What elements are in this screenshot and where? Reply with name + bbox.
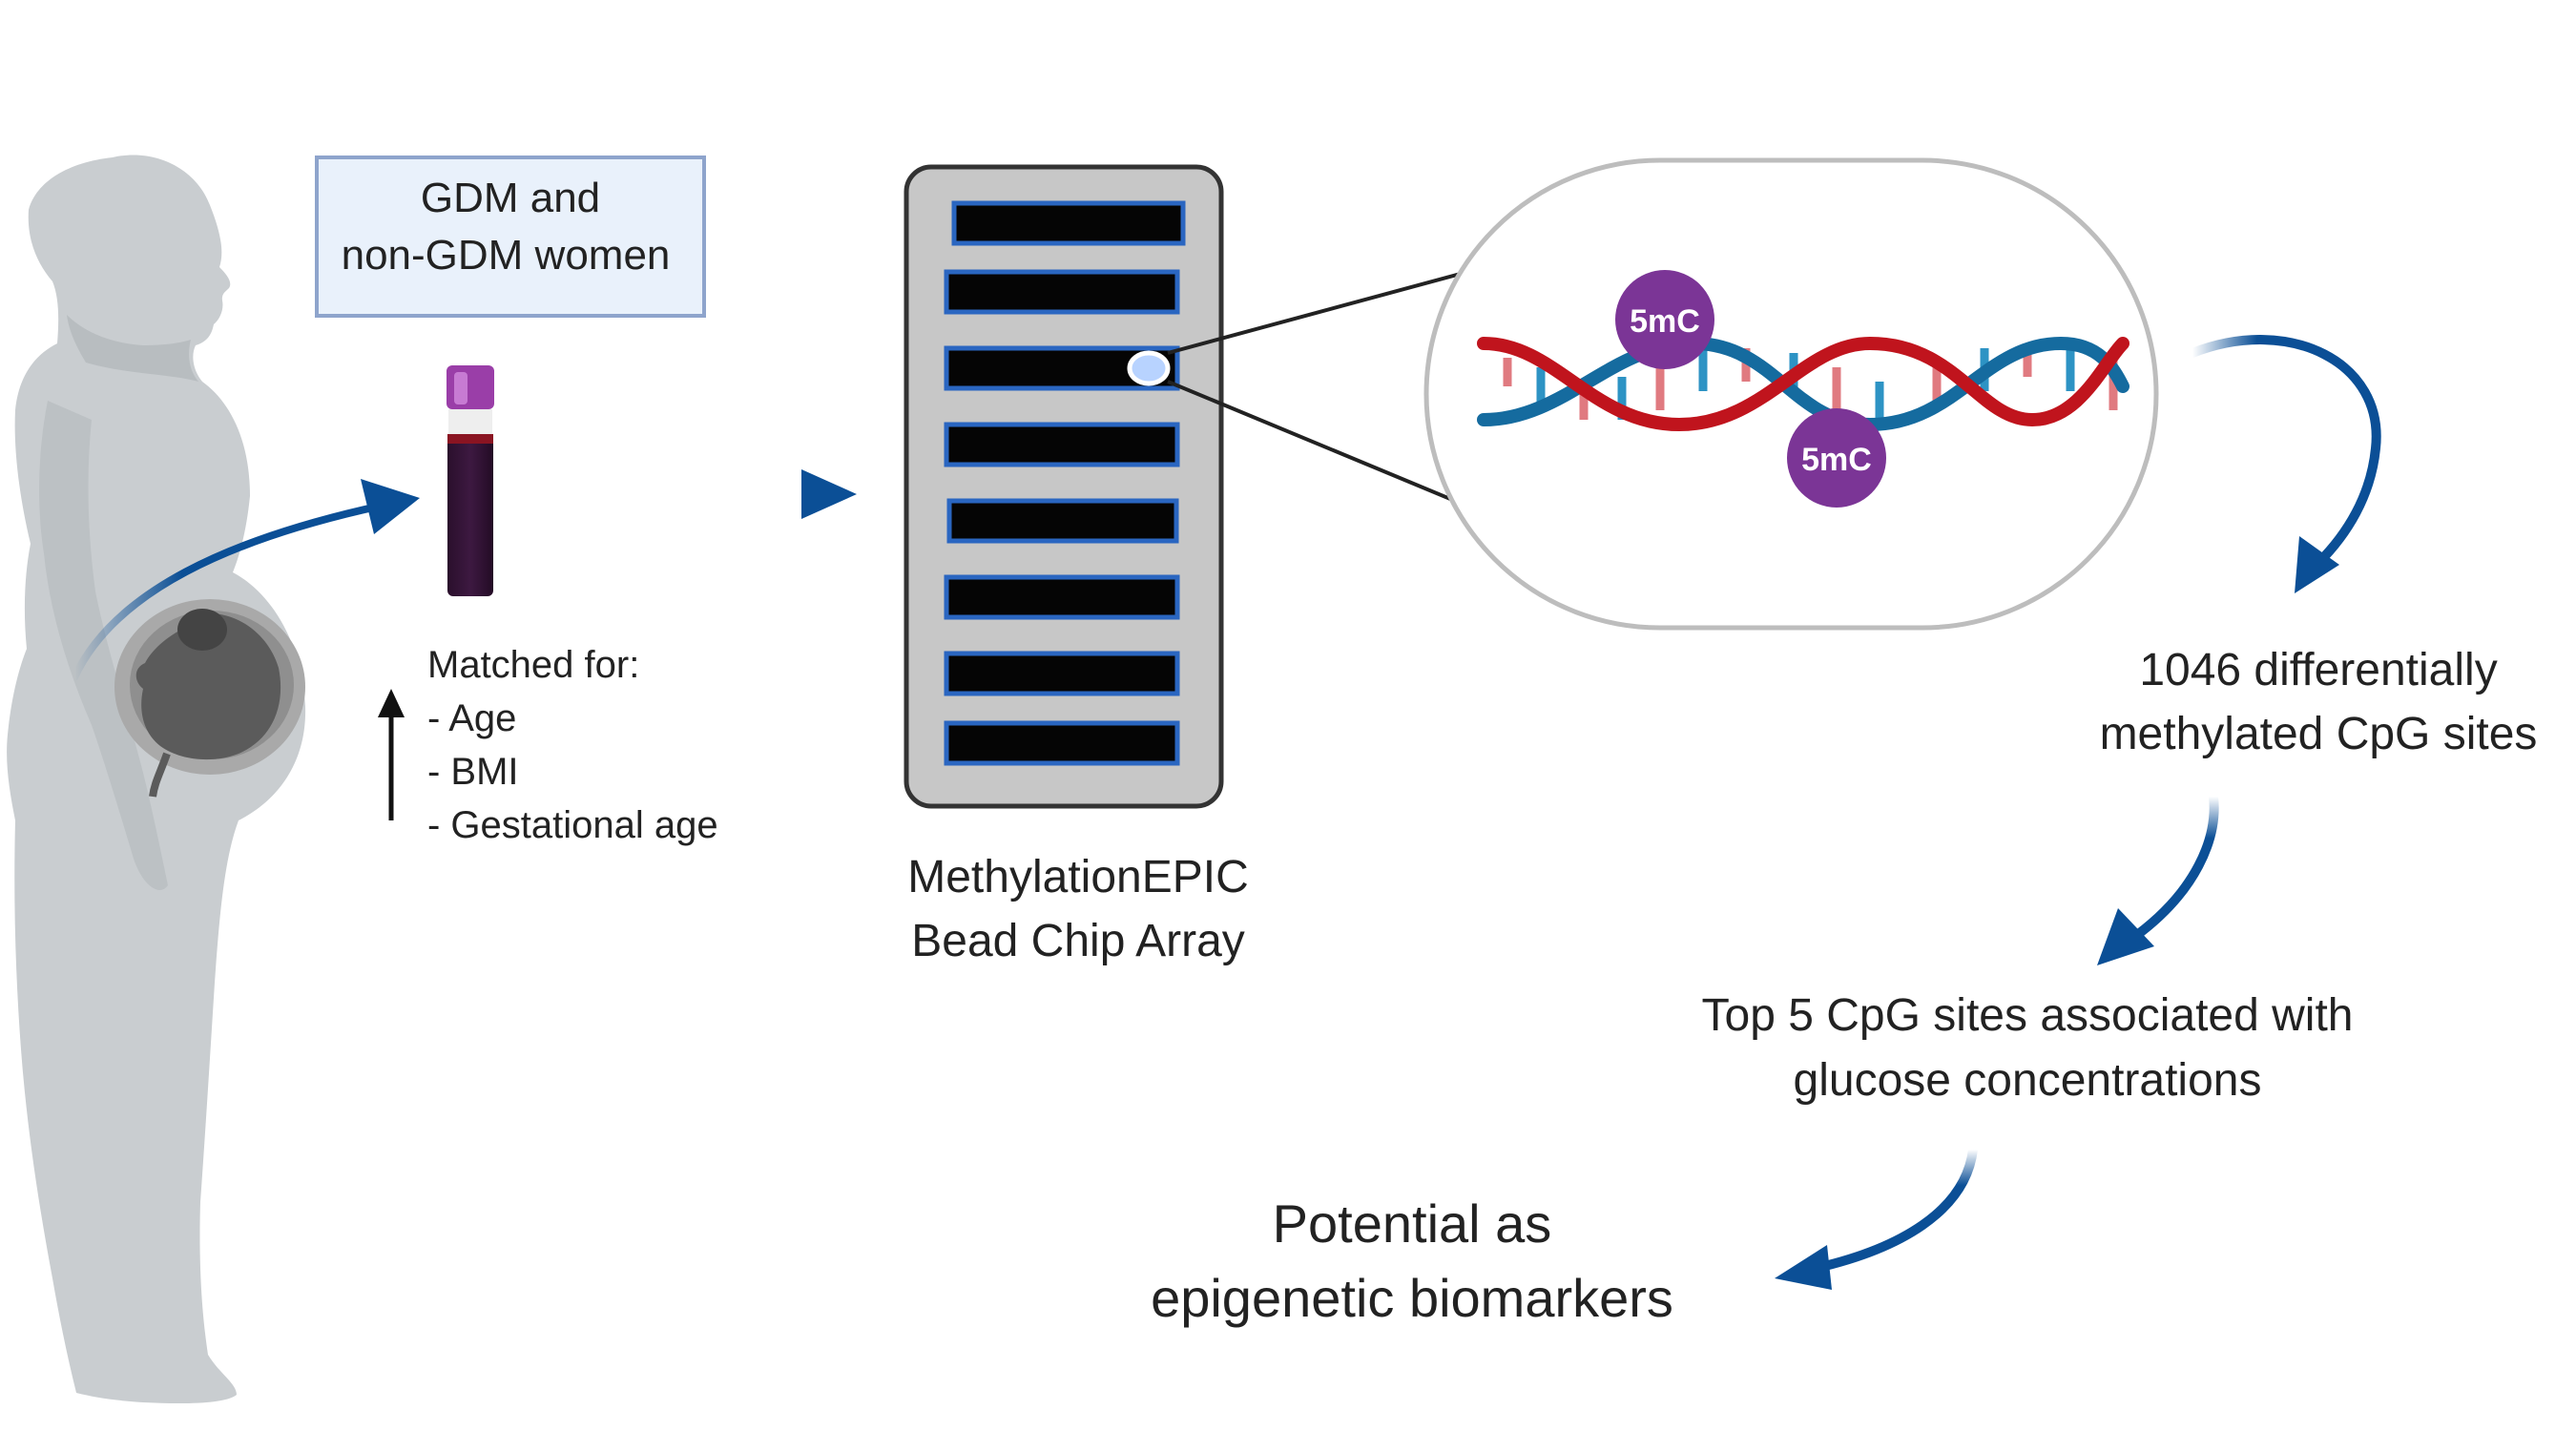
matched-item-age: - Age: [427, 697, 516, 739]
top5-to-biomarker-arrowhead: [1775, 1245, 1832, 1290]
tube-cap-highlight: [454, 372, 467, 404]
methyl-mark-1-label: 5mC: [1630, 303, 1700, 340]
dmp-label-line2: methylated CpG sites: [2100, 709, 2538, 759]
sample-collection-arrow: [71, 502, 385, 681]
matched-title: Matched for:: [427, 644, 639, 686]
tube-to-array-arrowhead: [801, 469, 857, 519]
top5-label-line2: glucose concentrations: [1794, 1055, 2262, 1106]
zoom-line-top: [1167, 270, 1468, 355]
array-label-line2: Bead Chip Array: [911, 916, 1245, 966]
bubble-to-dmp-arrowhead: [2295, 536, 2339, 593]
dna-strand-red: [1477, 336, 2129, 432]
matched-item-gestational-age: - Gestational age: [427, 804, 718, 846]
dna-zoom-bubble: 5mC 5mC: [1423, 157, 2159, 631]
methyl-mark-1: 5mC: [1615, 270, 1714, 369]
cohort-label-line1: GDM and: [421, 175, 600, 221]
umbilical-cord: [149, 752, 171, 798]
top5-label-line1: Top 5 CpG sites associated with: [1702, 990, 2354, 1041]
tube-body: [447, 434, 493, 596]
dmp-to-top5-arrowhead: [2097, 908, 2154, 965]
fetus-head: [177, 609, 227, 651]
methyl-mark-2: 5mC: [1787, 408, 1886, 508]
womb-fetus-illustration: [114, 599, 305, 798]
chip-casing: [904, 164, 1224, 809]
dmp-to-top5-arrow: [2132, 792, 2219, 940]
cohort-label-line2: non-GDM women: [342, 232, 671, 279]
methyl-mark-2-label: 5mC: [1801, 442, 1872, 478]
array-label-line1: MethylationEPIC: [907, 852, 1249, 902]
bead-highlight: [1127, 350, 1171, 386]
fetus-shape: [135, 612, 281, 760]
sample-collection-arrowhead: [361, 479, 420, 534]
tube-cap: [447, 365, 494, 409]
up-arrow-head: [378, 689, 405, 717]
bubble-to-dmp-arrow: [2188, 335, 2381, 568]
biomarker-label-line1: Potential as: [1273, 1193, 1552, 1254]
dmp-label-line1: 1046 differentially: [2139, 645, 2497, 695]
blood-tube: [447, 365, 494, 596]
cohort-box: GDM and non-GDM women: [315, 156, 706, 318]
matched-item-bmi: - BMI: [427, 751, 519, 793]
woman-arm: [39, 401, 168, 890]
tube-red-band: [447, 434, 493, 444]
top5-to-biomarker-arrow: [1808, 1145, 1978, 1274]
zoom-line-bottom: [1167, 380, 1456, 503]
woman-neck-shadow: [67, 315, 198, 382]
chip-slots: [944, 200, 1186, 766]
matching-criteria: Matched for: - Age - BMI - Gestational a…: [378, 644, 718, 846]
biomarker-label-line2: epigenetic biomarkers: [1151, 1268, 1673, 1328]
bead-chip-array: MethylationEPIC Bead Chip Array: [904, 164, 1249, 966]
tube-neck: [448, 409, 492, 434]
